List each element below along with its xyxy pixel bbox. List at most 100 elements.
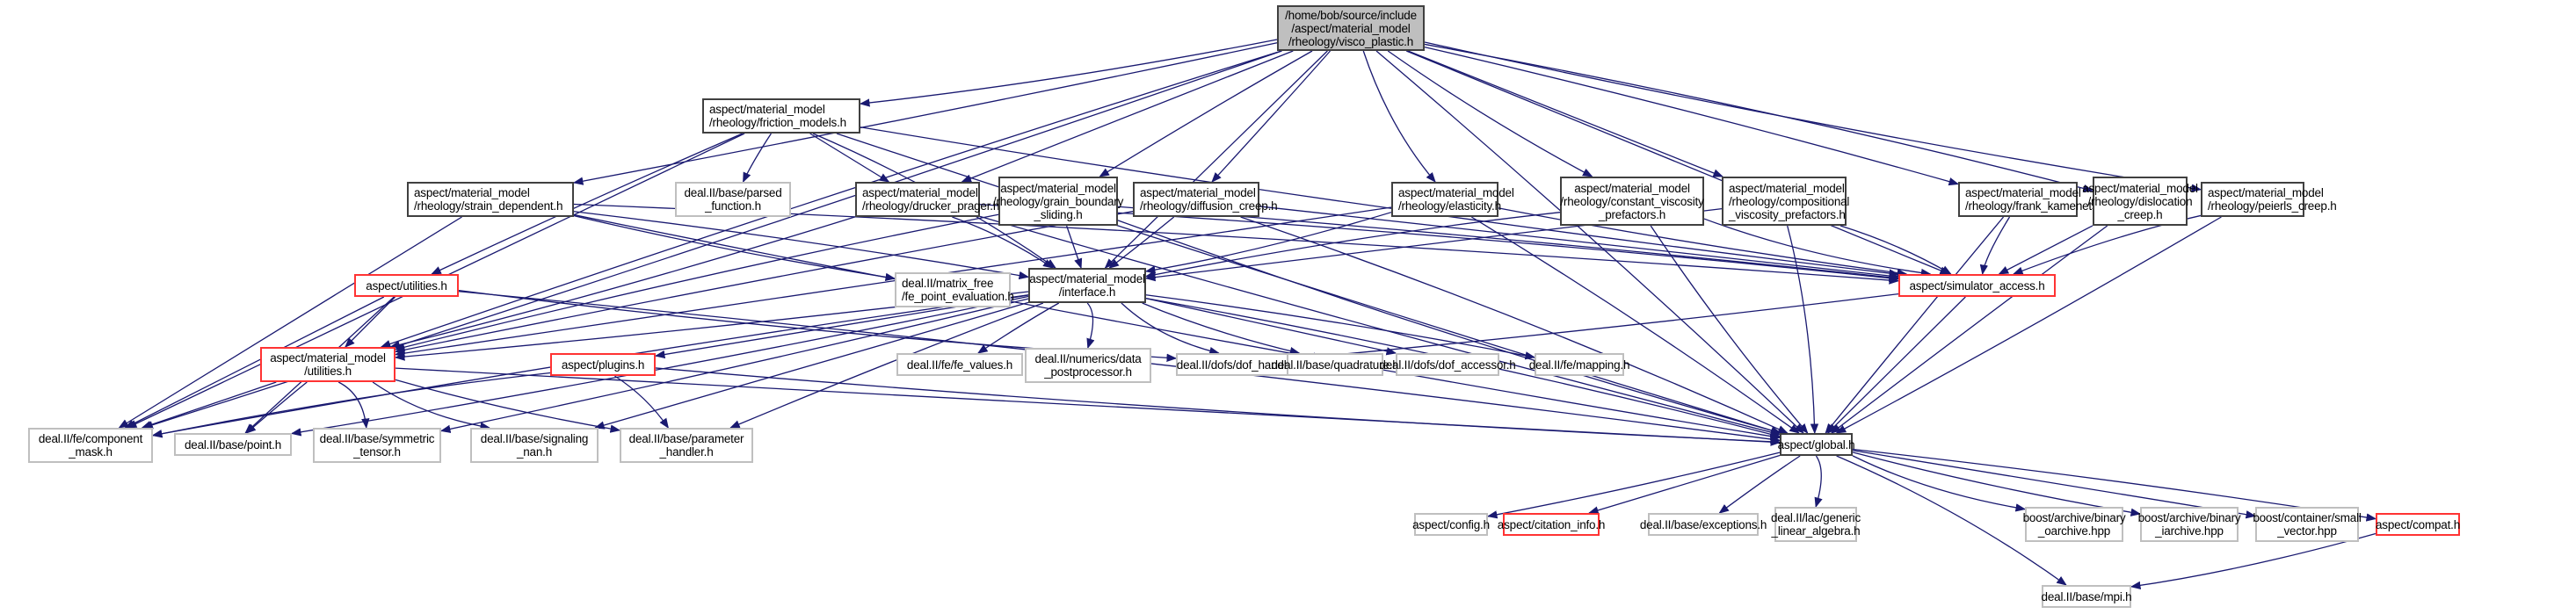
edge-visco-plastic-to-strain-dependent	[572, 42, 1278, 185]
node-exceptions: deal.II/base/exceptions.h	[1640, 513, 1767, 536]
node-material-model-utilities[interactable]: aspect/material_model /utilities.h	[260, 347, 395, 382]
edge-interface-to-dof-handler	[1121, 302, 1220, 356]
node-constant-viscosity-prefactors[interactable]: aspect/material_model /rheology/constant…	[1560, 177, 1704, 226]
node-citation-info[interactable]: aspect/citation_info.h	[1498, 513, 1605, 536]
edge-interface-to-fe-values	[976, 302, 1060, 354]
edge-plugins-to-component-mask	[151, 372, 551, 438]
edge-global-to-citation-info	[1587, 454, 1781, 515]
node-dof-accessor: deal.II/dofs/dof_accessor.h	[1379, 353, 1516, 376]
edge-visco-plastic-to-constant-viscosity-prefactors	[1387, 50, 1593, 177]
edge-visco-plastic-to-simulator-access	[1405, 50, 1950, 275]
edge-peierls-creep-to-global	[1835, 216, 2222, 434]
node-binary-oarchive: boost/archive/binary _oarchive.hpp	[2023, 507, 2126, 542]
edge-strain-dependent-to-component-mask	[118, 216, 462, 429]
edge-elasticity-to-interface	[1144, 212, 1392, 274]
edge-strain-dependent-to-interface	[573, 211, 1030, 280]
node-drucker-prager[interactable]: aspect/material_model /rheology/drucker_…	[855, 182, 999, 217]
node-friction-models[interactable]: aspect/material_model /rheology/friction…	[702, 98, 860, 134]
edge-friction-models-to-parsed-function	[742, 133, 772, 184]
node-plugins[interactable]: aspect/plugins.h	[550, 353, 656, 376]
edge-global-to-generic-linear-algebra	[1814, 455, 1823, 509]
node-grain-boundary-sliding[interactable]: aspect/material_model /rheology/grain_bo…	[993, 177, 1123, 226]
edge-mm-utilities-to-parameter-handler	[395, 379, 621, 433]
edge-aspect-utilities-to-component-mask	[124, 296, 385, 429]
edge-constant-viscosity-prefactors-to-simulator-access	[1703, 218, 1932, 278]
edge-visco-plastic-to-friction-models	[859, 39, 1278, 107]
edge-elasticity-to-global	[1470, 216, 1800, 434]
edge-elasticity-to-mm-utilities	[394, 206, 1392, 358]
node-binary-iarchive: boost/archive/binary _iarchive.hpp	[2138, 507, 2241, 542]
edge-visco-plastic-to-compositional-viscosity-prefactors	[1407, 50, 1724, 177]
edge-simulator-access-to-global	[1826, 296, 1966, 434]
edge-interface-to-data-postprocessor	[1086, 302, 1095, 350]
node-peierls-creep[interactable]: aspect/material_model /rheology/peierls_…	[2201, 182, 2337, 217]
edge-interface-to-symmetric-tensor	[439, 298, 1029, 433]
edge-global-to-config	[1486, 451, 1781, 519]
edge-visco-plastic-to-elasticity	[1362, 50, 1436, 183]
node-aspect-utilities[interactable]: aspect/utilities.h	[354, 274, 459, 297]
node-compositional-viscosity-prefactors[interactable]: aspect/material_model /rheology/composit…	[1722, 177, 1849, 226]
node-component-mask: deal.II/fe/component _mask.h	[28, 428, 153, 463]
edge-visco-plastic-to-dislocation-creep	[1424, 43, 2094, 193]
node-frank-kamenetskii[interactable]: aspect/material_model /rheology/frank_ka…	[1958, 182, 2118, 217]
node-quadrature: deal.II/base/quadrature.h	[1271, 353, 1399, 376]
node-dof-handler: deal.II/dofs/dof_handler.h	[1176, 353, 1306, 376]
edge-plugins-to-parameter-handler	[614, 375, 670, 429]
edge-compat-to-mpi	[2130, 532, 2376, 590]
node-fe-values: deal.II/fe/fe_values.h	[896, 353, 1023, 376]
edge-interface-to-dof-accessor	[1145, 298, 1397, 356]
node-global[interactable]: aspect/global.h	[1778, 433, 1855, 456]
edge-compositional-viscosity-prefactors-to-simulator-access	[1839, 225, 1952, 275]
edge-friction-models-to-simulator-access	[860, 126, 1900, 278]
edge-strain-dependent-to-fe-point-evaluation	[573, 214, 896, 282]
node-parameter-handler: deal.II/base/parameter _handler.h	[620, 428, 753, 463]
node-small-vector: boost/container/small _vector.hpp	[2253, 507, 2362, 542]
node-elasticity[interactable]: aspect/material_model /rheology/elastici…	[1391, 182, 1514, 217]
node-mpi: deal.II/base/mpi.h	[2042, 585, 2132, 608]
edge-diffusion-creep-to-simulator-access	[1259, 206, 1900, 280]
edge-visco-plastic-to-interface	[1104, 50, 1328, 269]
edge-grain-boundary-sliding-to-mm-utilities	[394, 213, 999, 351]
edge-drucker-prager-to-mm-utilities	[389, 216, 856, 350]
edge-strain-dependent-to-global	[573, 213, 1781, 441]
edge-friction-models-to-aspect-utilities	[431, 133, 744, 275]
edge-interface-to-parameter-handler	[729, 302, 1044, 429]
edge-global-to-mpi	[1836, 455, 2067, 586]
node-material-model-interface[interactable]: aspect/material_model /interface.h	[1028, 268, 1146, 303]
edge-dislocation-creep-to-global	[1830, 225, 2108, 434]
edge-frank-kamenetskii-to-global	[1825, 216, 2005, 434]
edge-global-to-binary-oarchive	[1852, 455, 2027, 512]
edge-constant-viscosity-prefactors-to-global	[1650, 225, 1809, 434]
node-visco-plastic-root[interactable]: /home/bob/source/include /aspect/materia…	[1277, 5, 1425, 51]
node-dislocation-creep[interactable]: aspect/material_model /rheology/dislocat…	[2082, 177, 2198, 226]
edge-mm-utilities-to-symmetric-tensor	[337, 381, 370, 430]
edge-visco-plastic-to-drucker-prager	[961, 50, 1294, 183]
node-mapping: deal.II/fe/mapping.h	[1529, 353, 1629, 376]
edge-visco-plastic-to-mm-utilities	[380, 50, 1282, 348]
edge-simulator-access-to-dof-handler	[1304, 293, 1899, 361]
edge-diffusion-creep-to-mm-utilities	[394, 211, 1134, 354]
node-generic-linear-algebra: deal.II/lac/generic _linear_algebra.h	[1771, 507, 1861, 542]
edge-interface-to-mapping	[1145, 294, 1536, 360]
edge-mm-utilities-to-signaling-nan	[372, 381, 491, 430]
edge-visco-plastic-to-peierls-creep	[1424, 41, 2202, 192]
node-data-postprocessor: deal.II/numerics/data _postprocessor.h	[1025, 348, 1151, 383]
edge-frank-kamenetskii-to-simulator-access	[1979, 216, 2011, 276]
edge-visco-plastic-to-frank-kamenetskii	[1424, 46, 1960, 186]
node-diffusion-creep[interactable]: aspect/material_model /rheology/diffusio…	[1133, 182, 1278, 217]
edge-constant-viscosity-prefactors-to-interface	[1144, 212, 1561, 279]
node-simulator-access[interactable]: aspect/simulator_access.h	[1898, 274, 2056, 297]
edge-grain-boundary-sliding-to-interface	[1066, 225, 1083, 270]
node-compat[interactable]: aspect/compat.h	[2376, 513, 2460, 536]
edge-global-to-exceptions	[1718, 455, 1801, 514]
edge-mm-utilities-to-component-mask	[141, 381, 277, 430]
edge-grain-boundary-sliding-to-global	[1117, 220, 1782, 435]
edge-visco-plastic-to-diffusion-creep	[1211, 50, 1332, 183]
edge-friction-models-to-drucker-prager	[809, 133, 890, 183]
node-signaling-nan: deal.II/base/signaling _nan.h	[470, 428, 599, 463]
node-fe-point-evaluation: deal.II/matrix_free /fe_point_evaluation…	[895, 272, 1014, 307]
edge-visco-plastic-to-grain-boundary-sliding	[1099, 50, 1313, 177]
node-strain-dependent[interactable]: aspect/material_model /rheology/strain_d…	[407, 182, 574, 217]
node-symmetric-tensor: deal.II/base/symmetric _tensor.h	[313, 428, 441, 463]
